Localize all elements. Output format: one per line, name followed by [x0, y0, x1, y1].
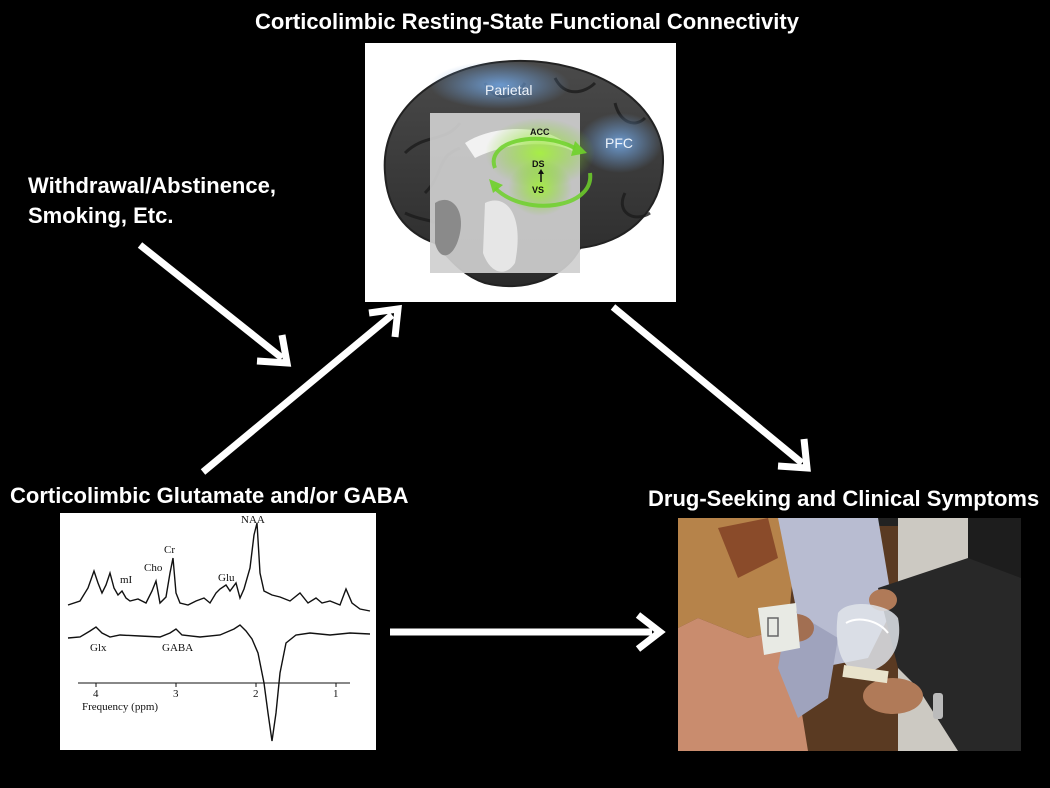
connectivity-to-drug-arrow [610, 304, 805, 466]
withdrawal-arrow [137, 242, 285, 361]
vs-label: VS [532, 185, 544, 195]
peak-label-gaba: GABA [162, 642, 193, 654]
peak-label-mi: mI [120, 574, 133, 586]
acc-label: ACC [530, 127, 550, 137]
glutamate-to-connectivity-arrow [200, 312, 395, 475]
pfc-label: PFC [605, 135, 633, 151]
peak-label-cho: Cho [144, 562, 163, 574]
ds-label: DS [532, 159, 545, 169]
drug-seeking-title: Drug-Seeking and Clinical Symptoms [648, 486, 1040, 511]
mrs-spectrum-panel: 4 3 2 1 Frequency (ppm) NAA Cr Cho mI Gl… [60, 513, 376, 750]
spectrum-bottom-trace [67, 624, 371, 742]
brain-image-panel: Parietal PFC ACC DS VS [365, 43, 676, 302]
drug-transaction-photo [678, 518, 1021, 751]
withdrawal-label-line1: Withdrawal/Abstinence, [28, 173, 276, 198]
connectivity-title: Corticolimbic Resting-State Functional C… [255, 9, 799, 34]
axis-label: Frequency (ppm) [82, 701, 158, 713]
glutamate-title: Corticolimbic Glutamate and/or GABA [10, 483, 409, 508]
spectrum-top-trace [67, 522, 371, 612]
parietal-label: Parietal [485, 82, 532, 98]
drug-photo-panel [678, 518, 1021, 751]
peak-label-glx: Glx [90, 642, 107, 654]
peak-label-cr: Cr [164, 544, 175, 556]
withdrawal-label-line2: Smoking, Etc. [28, 203, 174, 228]
axis-tick-4: 4 [93, 688, 99, 700]
brain-illustration: Parietal PFC ACC DS VS [383, 59, 665, 288]
axis-tick-1: 1 [333, 688, 339, 700]
axis-tick-2: 2 [253, 688, 259, 700]
money-note [758, 603, 800, 655]
peak-label-glu: Glu [218, 572, 235, 584]
pfc-region [578, 113, 662, 173]
peak-label-naa: NAA [241, 514, 265, 526]
mrs-spectrum-chart: 4 3 2 1 Frequency (ppm) NAA Cr Cho mI Gl… [67, 514, 371, 742]
acc-region [485, 118, 595, 188]
axis-tick-3: 3 [173, 688, 179, 700]
parietal-region [430, 61, 570, 109]
